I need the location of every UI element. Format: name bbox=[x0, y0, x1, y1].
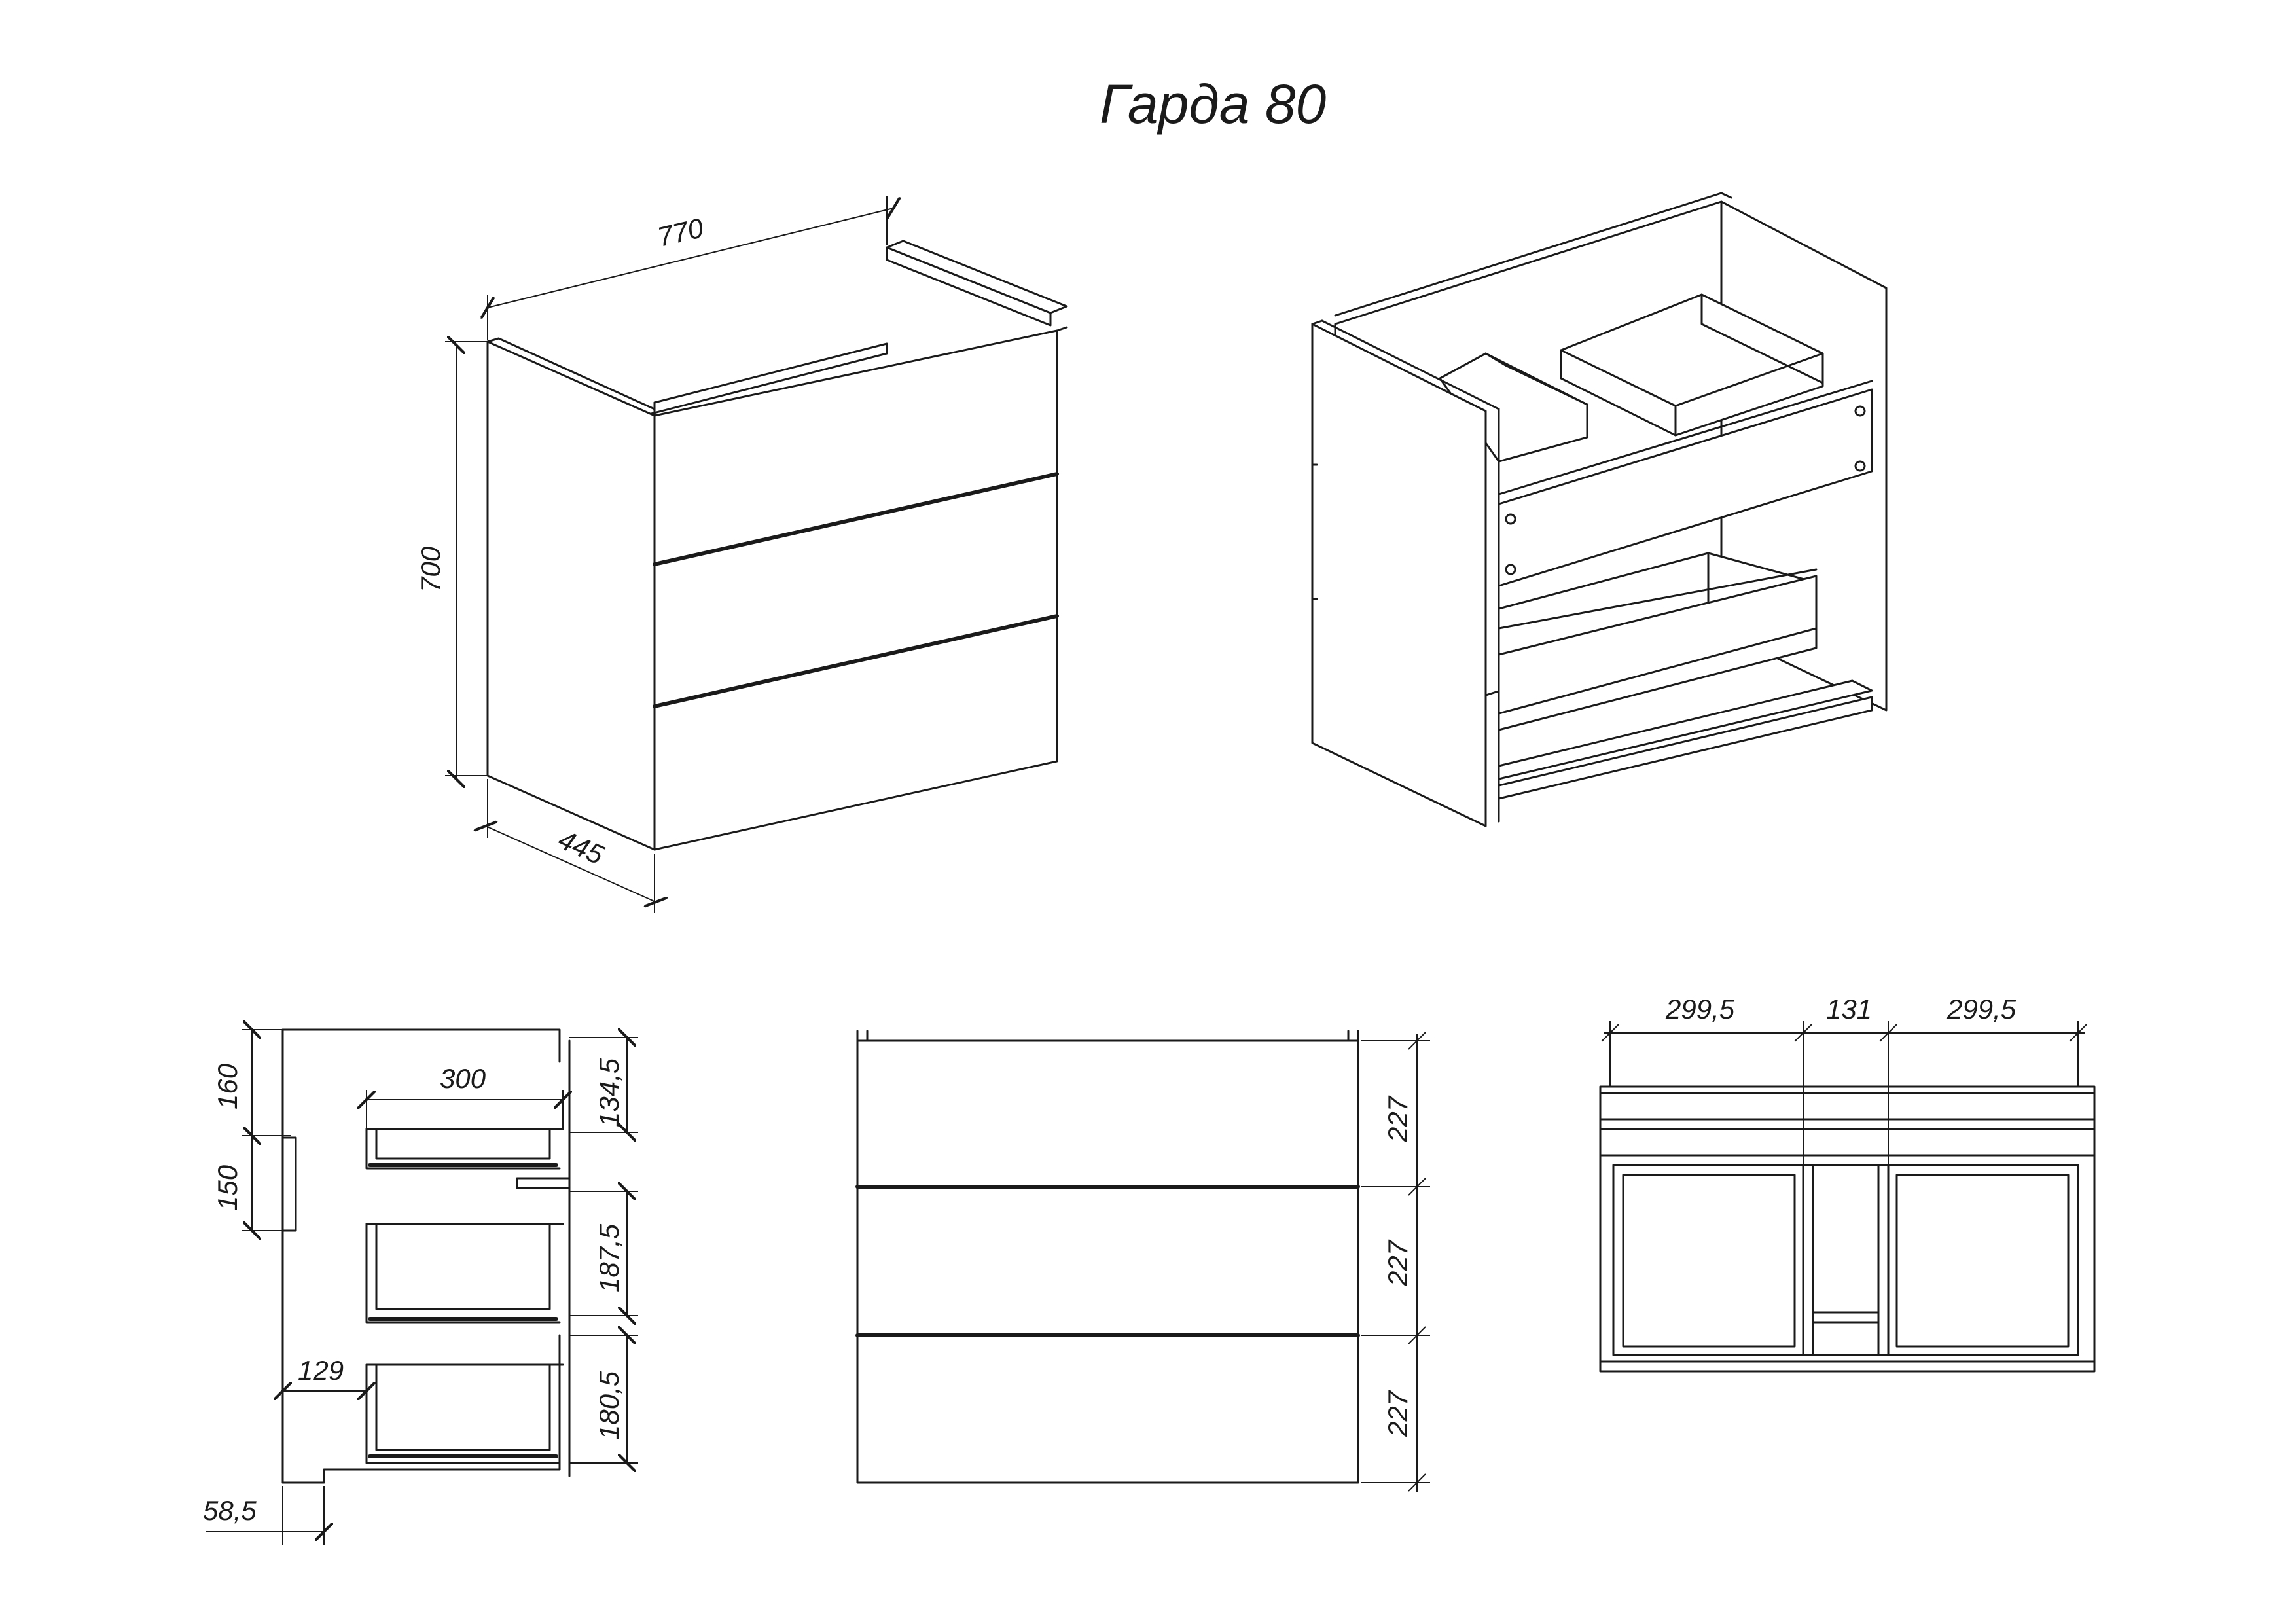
top-width-middle-label: 131 bbox=[1826, 994, 1872, 1024]
drawing-title: Гарда 80 bbox=[1100, 73, 1327, 135]
handle-height-label: 150 bbox=[212, 1164, 243, 1211]
top-offset-label: 160 bbox=[212, 1063, 243, 1110]
drawer3-height-label: 180,5 bbox=[594, 1371, 624, 1440]
top-width-right-label: 299,5 bbox=[1946, 994, 2017, 1024]
iso-closed-cabinet bbox=[486, 240, 1068, 851]
front-view bbox=[855, 1030, 1360, 1484]
bottom-offset-label: 58,5 bbox=[203, 1495, 257, 1526]
top-view bbox=[1599, 1085, 2096, 1373]
iso-width-label: 770 bbox=[655, 212, 706, 253]
iso-dimension-width: 770 bbox=[488, 196, 893, 340]
side-dimensions: 160 150 300 129 58,5 134,5 187,5 180,5 bbox=[203, 1030, 638, 1545]
drawer2-height-label: 187,5 bbox=[594, 1223, 624, 1293]
front-drawer1-label: 227 bbox=[1382, 1095, 1413, 1143]
iso-dimension-height: 700 bbox=[415, 342, 488, 779]
iso-height-label: 700 bbox=[415, 546, 446, 592]
drawer1-height-label: 134,5 bbox=[594, 1058, 624, 1127]
inner-offset-label: 129 bbox=[298, 1355, 344, 1386]
front-drawer2-label: 227 bbox=[1382, 1239, 1413, 1287]
top-width-left-label: 299,5 bbox=[1665, 994, 1735, 1024]
top-dimensions: 299,5 131 299,5 bbox=[1601, 994, 2087, 1165]
iso-depth-label: 445 bbox=[554, 823, 609, 871]
iso-open-cabinet bbox=[1311, 192, 1888, 827]
front-dimensions: 227 227 227 bbox=[1361, 1032, 1430, 1492]
front-drawer3-label: 227 bbox=[1382, 1390, 1413, 1437]
drawer-depth-label: 300 bbox=[440, 1063, 486, 1094]
side-section-view bbox=[281, 1028, 571, 1484]
